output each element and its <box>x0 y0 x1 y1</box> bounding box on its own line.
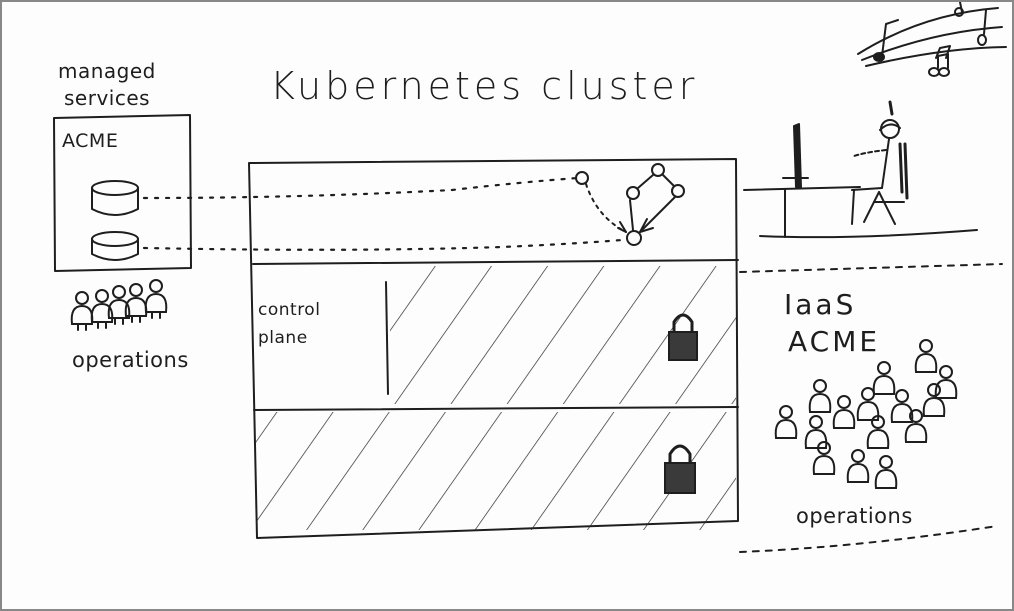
music-notes-doodle <box>857 2 1007 77</box>
lock-icon <box>668 313 698 361</box>
iaas-provider: ACME <box>788 325 881 358</box>
db-connection-line <box>142 238 624 251</box>
cluster-box <box>248 158 739 539</box>
managed-services-heading: services <box>64 86 151 110</box>
boundary-line <box>739 525 998 553</box>
operations-team-right <box>774 339 958 489</box>
managed-services-provider: ACME <box>62 130 119 152</box>
control-plane-label: control <box>258 300 321 320</box>
db-connection-line <box>142 176 580 200</box>
operations-team-left <box>70 279 168 331</box>
cluster-divider <box>253 406 739 411</box>
node-graph <box>575 163 685 246</box>
control-plane-label: plane <box>258 328 308 348</box>
database-icon <box>91 231 139 261</box>
database-icon <box>91 180 139 216</box>
diagram-title: Kubernetes cluster <box>270 64 699 108</box>
control-plane-divider <box>385 281 389 395</box>
managed-services-heading: managed <box>58 59 156 83</box>
operations-label-right: operations <box>796 504 913 528</box>
cluster-divider <box>252 259 739 265</box>
hatched-area <box>256 412 736 530</box>
iaas-label: IaaS <box>784 288 857 321</box>
managed-services-box <box>53 114 192 272</box>
lock-icon <box>664 444 696 494</box>
developer-desk-illustration <box>743 100 978 239</box>
operations-label-left: operations <box>72 348 189 372</box>
boundary-line <box>739 263 1003 273</box>
